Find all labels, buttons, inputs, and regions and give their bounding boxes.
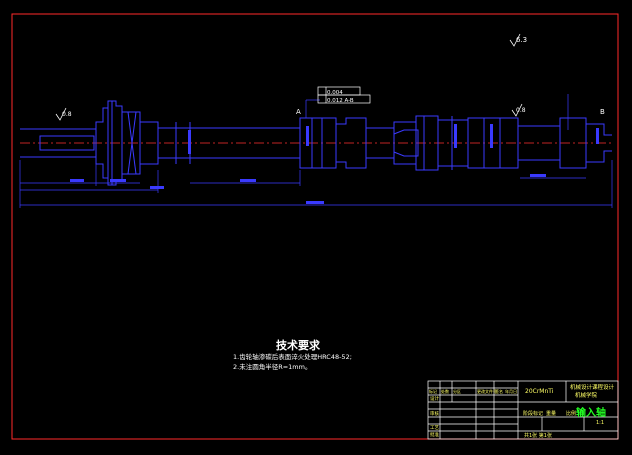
datum-b-label: B bbox=[600, 108, 605, 116]
tech-requirement-1: 1.齿轮轴渗碳后表面淬火处理HRC48-52; bbox=[233, 353, 352, 361]
roughness-right-value: 0.8 bbox=[516, 107, 526, 114]
tech-requirement-2: 2.未注圆角半径R=1mm。 bbox=[233, 363, 312, 371]
title-block-col-file: 更改文件号 bbox=[477, 389, 497, 394]
roughness-corner-value: 6.3 bbox=[516, 36, 527, 44]
dimension-lines bbox=[19, 94, 613, 208]
title-block-row-process: 工艺 bbox=[430, 426, 439, 431]
title-block-scale-label: 比例 bbox=[566, 411, 577, 417]
title-block-row-review: 审核 bbox=[430, 412, 439, 417]
title-block-frame bbox=[427, 380, 619, 440]
title-block-col-sign: 签名 bbox=[495, 389, 503, 394]
roughness-symbols bbox=[55, 33, 523, 121]
shaft-outline bbox=[20, 100, 612, 186]
title-block-col-date: 年月日 bbox=[505, 389, 517, 394]
title-block-part-name: 输入轴 bbox=[576, 408, 606, 419]
title-block-stage-label: 阶段标记 bbox=[523, 411, 544, 417]
title-block-col-count: 处数 bbox=[441, 389, 449, 394]
dimension-text-marks bbox=[70, 124, 599, 204]
title-block-col-mark: 标记 bbox=[429, 389, 437, 394]
title-block-dept: 机械学院 bbox=[575, 393, 598, 399]
title-block-col-zone: 分区 bbox=[453, 389, 461, 394]
drawing-border bbox=[11, 13, 619, 440]
title-block-sheet: 共1张 第1张 bbox=[524, 433, 552, 439]
roughness-left-value: 0.8 bbox=[62, 111, 72, 118]
tolerance-value-2: 0.012 A-B bbox=[327, 98, 354, 104]
title-block-weight-label: 重量 bbox=[546, 411, 557, 417]
title-block-school: 机械设计课程设计 bbox=[570, 385, 615, 391]
title-block-scale-value: 1:1 bbox=[596, 420, 605, 426]
geometric-tolerance-frame bbox=[317, 86, 371, 104]
title-block-material: 20CrMnTi bbox=[525, 388, 554, 395]
title-block-row-design: 设计 bbox=[430, 397, 439, 402]
datum-a-label: A bbox=[296, 108, 301, 116]
title-block-row-approve: 批准 bbox=[430, 433, 439, 438]
tolerance-value-1: 0.004 bbox=[327, 90, 343, 96]
tech-requirements-heading: 技术要求 bbox=[276, 339, 320, 352]
